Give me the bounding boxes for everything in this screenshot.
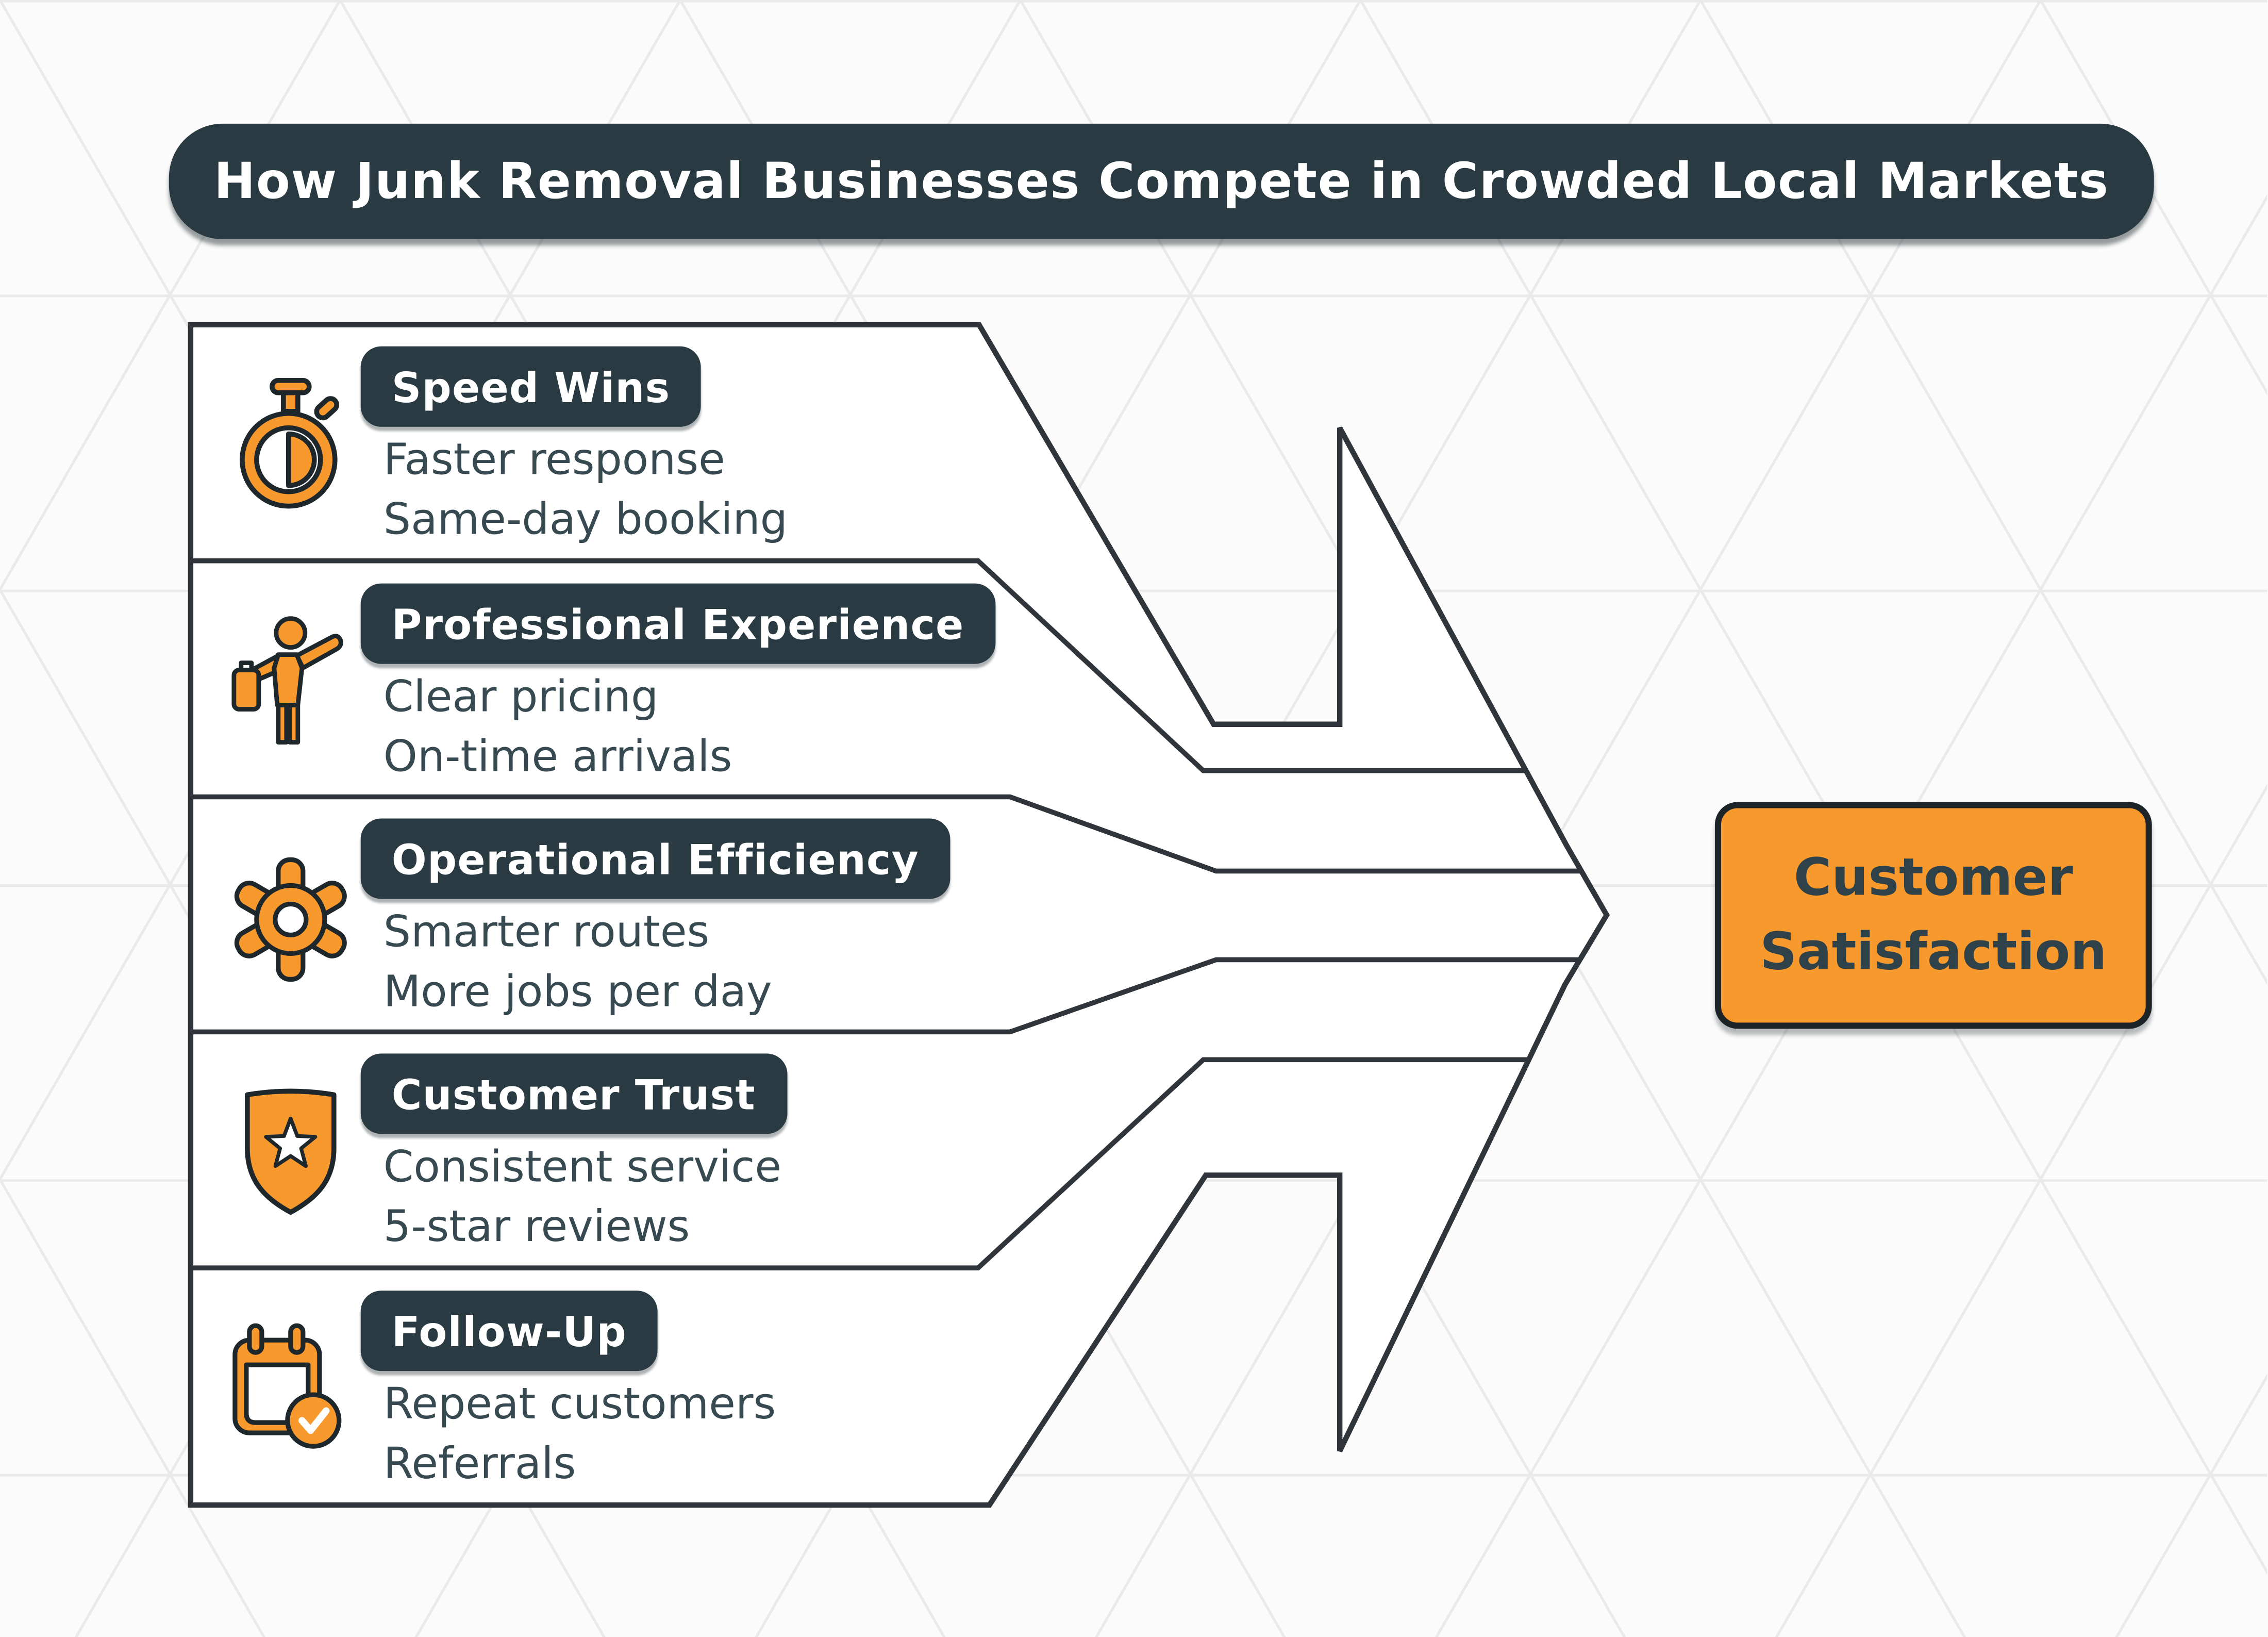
result-line: Customer [1793,847,2073,907]
desc-operational-efficiency: Smarter routes More jobs per day [383,903,772,1020]
desc-speed-wins: Faster response Same-day booking [383,431,788,549]
badge-operational-efficiency: Operational Efficiency [360,818,950,899]
calendar-check-icon [227,1321,355,1458]
badge-speed-wins: Speed Wins [360,346,702,427]
result-line: Satisfaction [1760,921,2107,982]
desc-line: Clear pricing [383,672,659,722]
page-title: How Junk Removal Businesses Compete in C… [213,152,2109,210]
desc-line: Repeat customers [383,1379,776,1429]
desc-line: Faster response [383,435,725,485]
badge-customer-trust: Customer Trust [360,1053,787,1134]
band-separator-3 [190,957,1580,1035]
band-separator-4 [190,1057,1529,1271]
desc-line: Referrals [383,1438,576,1488]
desc-line: Smarter routes [383,907,710,957]
desc-line: 5-star reviews [383,1201,690,1251]
badge-follow-up: Follow-Up [360,1291,658,1371]
desc-line: On-time arrivals [383,731,732,781]
list-item-professional-experience: Professional Experience Clear pricing On… [0,561,1649,796]
desc-line: More jobs per day [383,966,772,1016]
shield-star-icon [227,1084,355,1220]
desc-follow-up: Repeat customers Referrals [383,1375,776,1493]
worker-with-briefcase-icon [227,615,355,751]
list-item-follow-up: Follow-Up Repeat customers Referrals [0,1268,1649,1503]
band-separator-1 [190,558,1526,773]
band-separator-2 [190,794,1581,874]
stopwatch-icon [227,377,355,514]
desc-professional-experience: Clear pricing On-time arrivals [383,668,732,786]
badge-professional-experience: Professional Experience [360,583,995,664]
desc-customer-trust: Consistent service 5-star reviews [383,1138,781,1255]
gear-icon [227,849,355,985]
list-item-speed-wins: Speed Wins Faster response Same-day book… [0,324,1649,559]
desc-line: Same-day booking [383,493,788,543]
customer-satisfaction-box: Customer Satisfaction [1714,802,2152,1029]
list-item-customer-trust: Customer Trust Consistent service 5-star… [0,1031,1649,1266]
title-banner: How Junk Removal Businesses Compete in C… [169,123,2154,239]
list-item-operational-efficiency: Operational Efficiency Smarter routes Mo… [0,796,1649,1031]
desc-line: Consistent service [383,1142,782,1192]
